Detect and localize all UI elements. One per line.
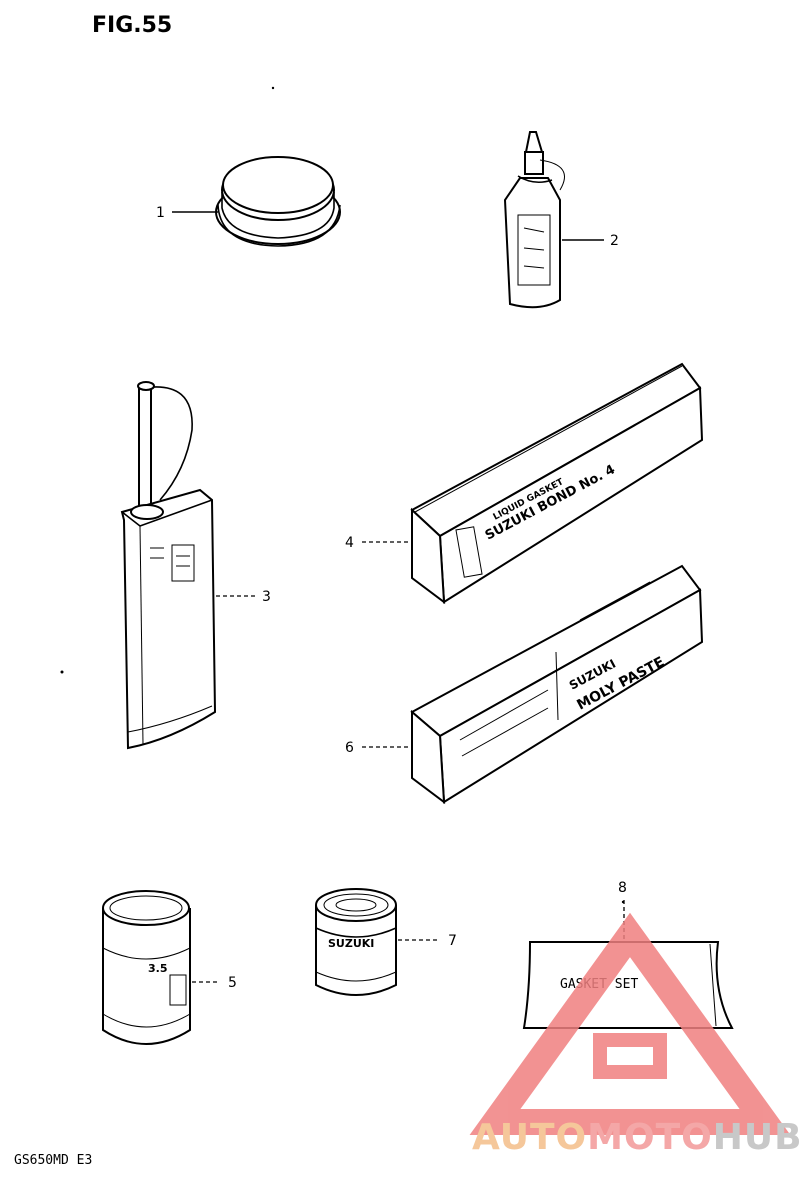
callout-1: 1 xyxy=(156,205,165,221)
part-2-oil-bottle xyxy=(503,131,565,309)
part-7-small-can: SUZUKI xyxy=(315,888,397,996)
watermark-text: AUTOMOTOHUB xyxy=(472,1117,800,1158)
part-5-tall-can: 3.5 xyxy=(102,890,191,1045)
watermark-moto: MOTO xyxy=(587,1117,713,1158)
part-5-label: 3.5 xyxy=(148,962,168,975)
speck xyxy=(271,86,275,90)
callout-7: 7 xyxy=(448,933,457,949)
watermark-hub: HUB xyxy=(713,1117,800,1158)
watermark-inner-mark xyxy=(593,1033,667,1079)
callout-5: 5 xyxy=(228,975,237,991)
part-1-grease-tin xyxy=(215,156,341,247)
speck xyxy=(60,670,64,674)
part-4-liquid-gasket-box: LIQUID GASKET SUZUKI BOND No. 4 xyxy=(410,362,704,605)
part-7-label: SUZUKI xyxy=(328,937,374,950)
watermark-auto: AUTO xyxy=(472,1117,587,1158)
figure-title: FIG.55 xyxy=(92,13,172,38)
part-6-moly-paste-box: SUZUKI MOLY PASTE xyxy=(410,564,704,805)
model-code: GS650MD E3 xyxy=(14,1153,92,1168)
watermark-logo xyxy=(469,912,791,1135)
callout-4: 4 xyxy=(345,535,354,551)
warning-triangle-icon xyxy=(469,912,791,1135)
callout-8: 8 xyxy=(618,880,627,896)
callout-3: 3 xyxy=(262,589,271,605)
callout-2: 2 xyxy=(610,233,619,249)
callout-6: 6 xyxy=(345,740,354,756)
part-3-oil-can xyxy=(120,381,217,750)
